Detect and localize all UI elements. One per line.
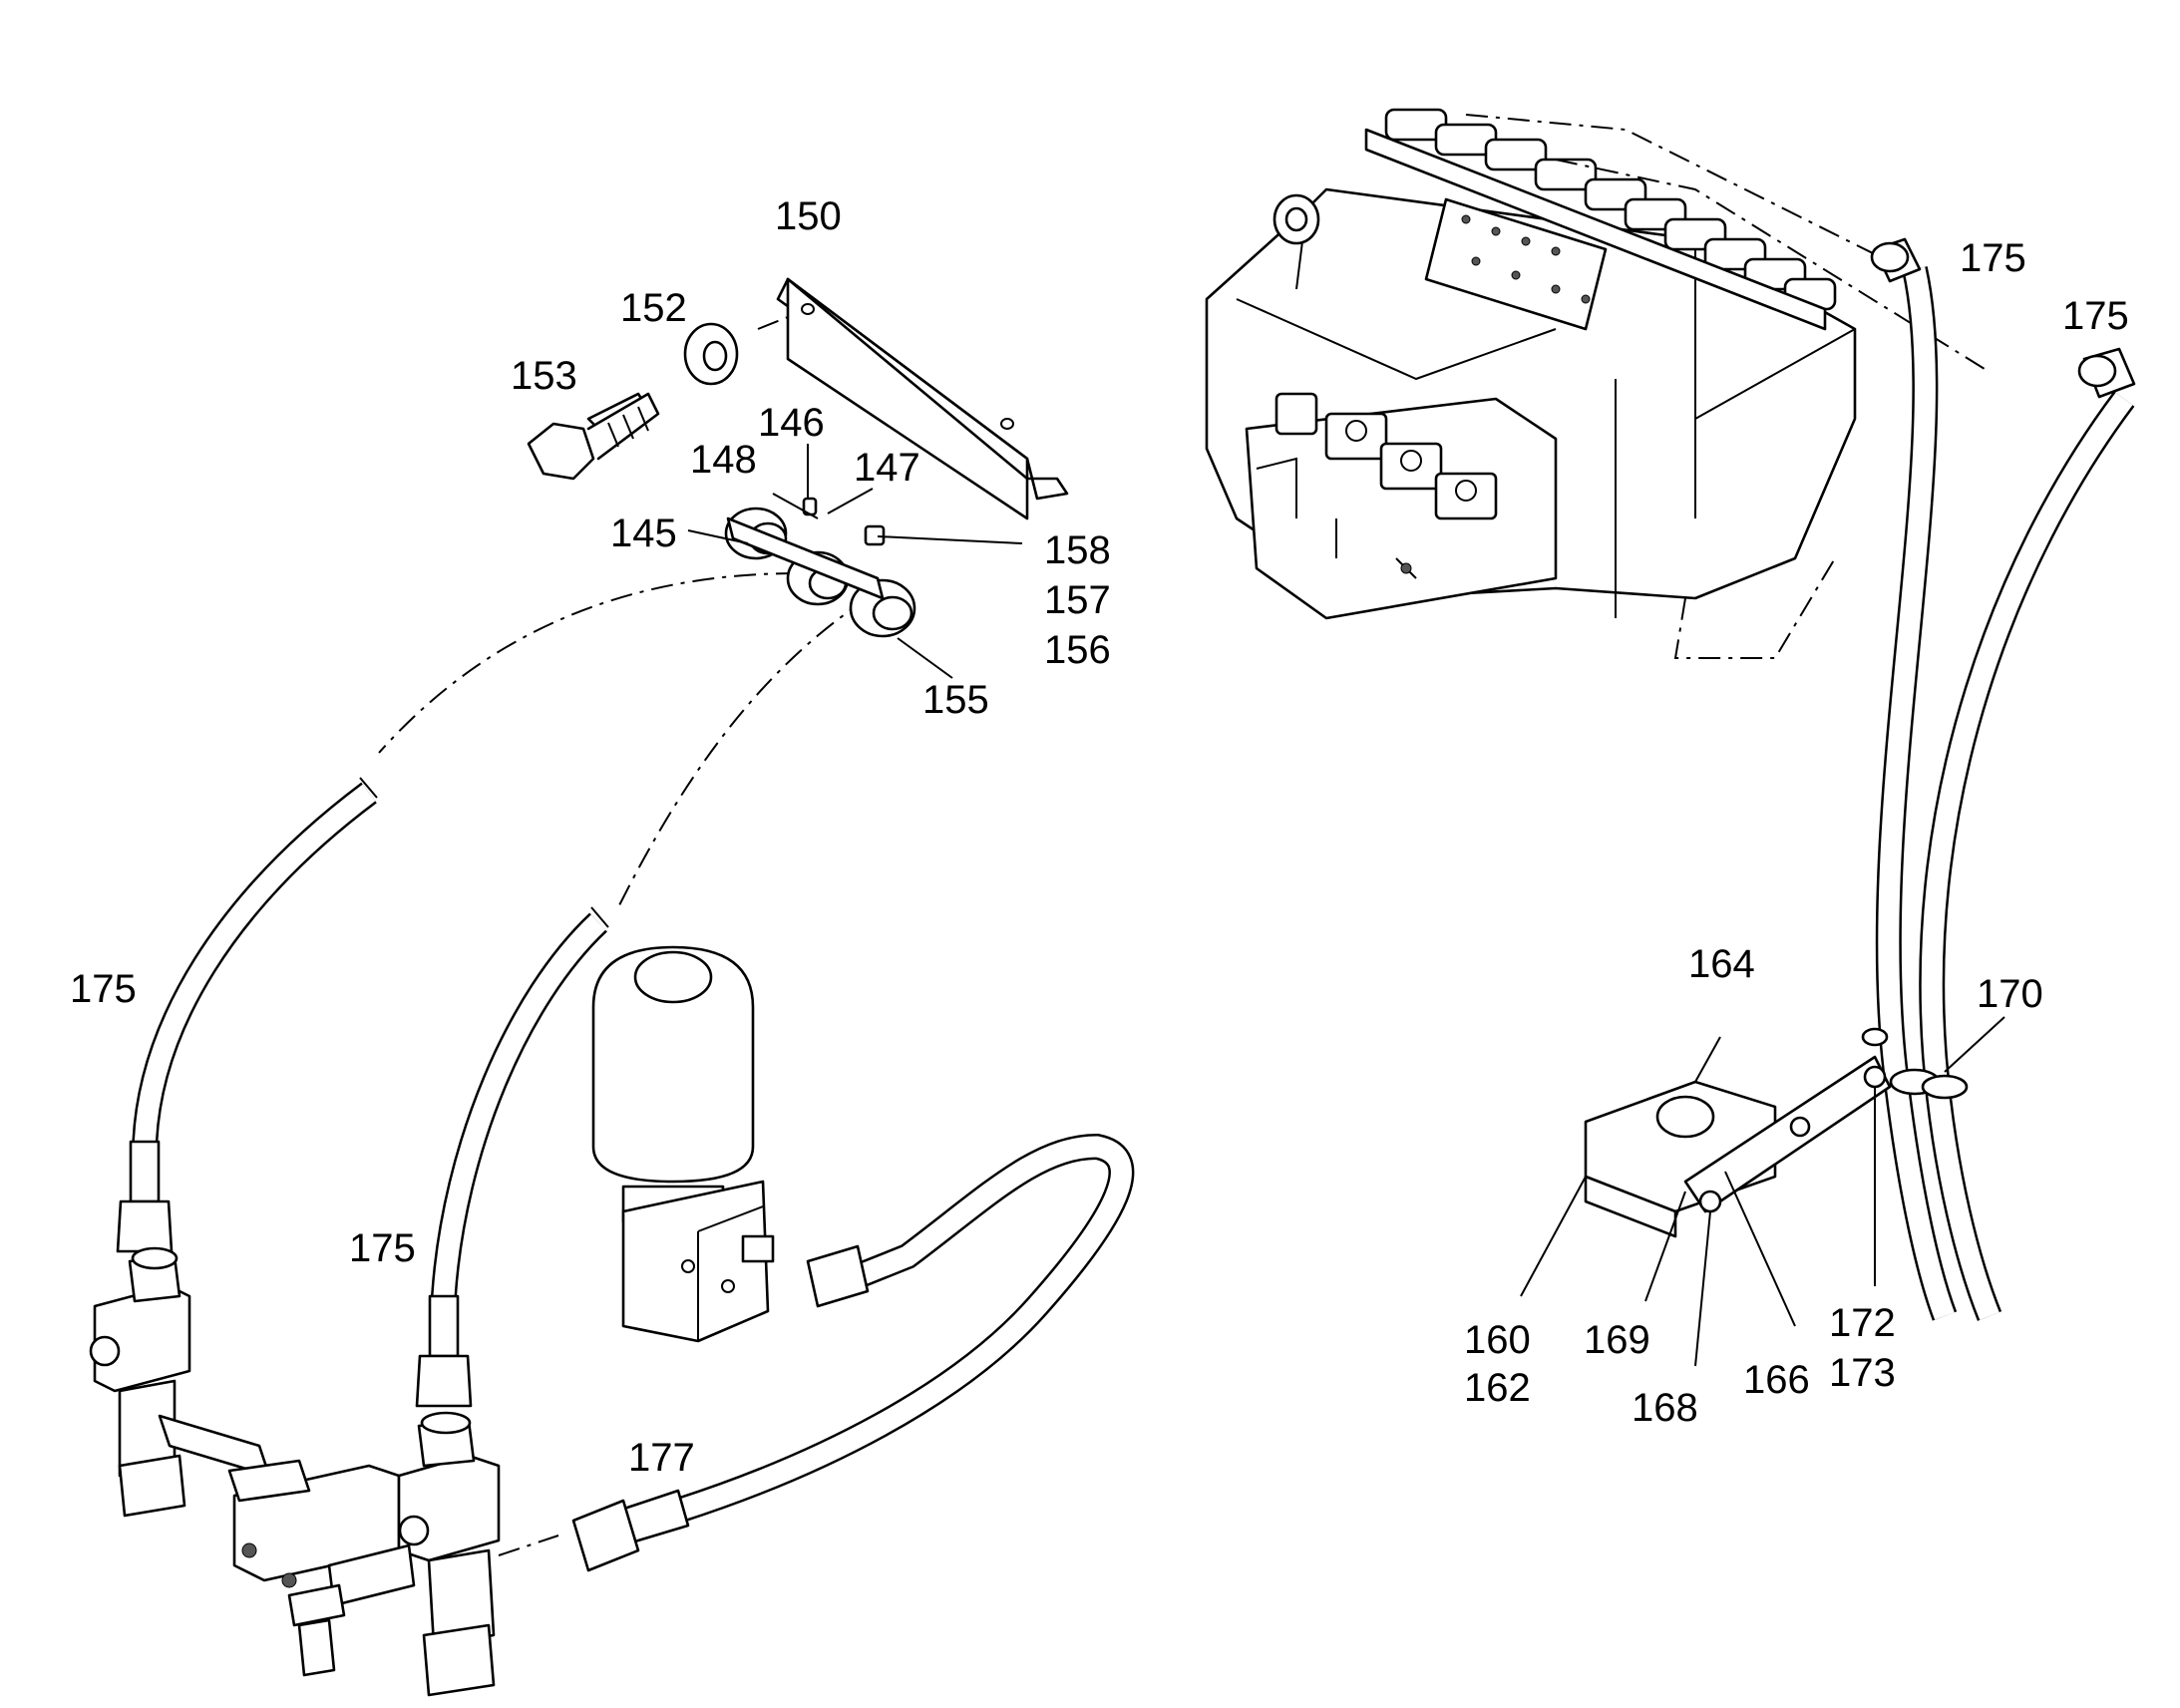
hose-175-right-outer: [1919, 347, 2136, 1321]
accumulator: [591, 945, 775, 1343]
washer: [683, 322, 739, 386]
hose-175-right-inner: [1870, 237, 1958, 1321]
callout-173: 173: [1829, 1351, 1896, 1395]
callout-labels: 150 152 153 146 148 147 145 158 157 156 …: [70, 194, 2129, 1480]
callout-152: 152: [620, 286, 687, 330]
callout-177: 177: [628, 1436, 695, 1480]
valve-block-assembly: [89, 1246, 501, 1697]
callout-172: 172: [1829, 1301, 1896, 1345]
callout-157: 157: [1044, 578, 1111, 622]
callout-166: 166: [1743, 1358, 1810, 1402]
callout-170: 170: [1977, 972, 2043, 1016]
hex-bolt: [527, 392, 660, 481]
callout-158: 158: [1044, 528, 1111, 572]
callout-175-middle: 175: [349, 1226, 416, 1270]
callout-162: 162: [1464, 1366, 1531, 1410]
callout-160: 160: [1464, 1318, 1531, 1362]
callout-145: 145: [610, 512, 677, 555]
callout-169: 169: [1584, 1318, 1650, 1362]
callout-164: 164: [1688, 942, 1755, 986]
callout-150: 150: [775, 194, 842, 238]
callout-175-left: 175: [70, 967, 137, 1011]
routing-lines: [378, 114, 1986, 1556]
valve-manifold-fittings: [1364, 108, 1837, 331]
hose-175-left: [116, 777, 378, 1253]
callout-175-top-right-a: 175: [1960, 236, 2026, 280]
leader-lines: [687, 444, 2005, 1367]
callout-156: 156: [1044, 628, 1111, 672]
callout-153: 153: [511, 354, 577, 398]
callout-168: 168: [1632, 1386, 1698, 1430]
callout-147: 147: [854, 446, 920, 490]
hose-clamp-assembly: [724, 497, 916, 638]
callout-175-top-right-b: 175: [2062, 294, 2129, 338]
hose-175-middle: [415, 906, 609, 1408]
callout-148: 148: [690, 438, 757, 482]
machine-frame: [1205, 108, 1857, 659]
callout-146: 146: [758, 401, 825, 445]
callout-155: 155: [922, 678, 989, 722]
mounting-bracket: [776, 277, 1069, 520]
hose-177: [571, 1133, 1135, 1572]
